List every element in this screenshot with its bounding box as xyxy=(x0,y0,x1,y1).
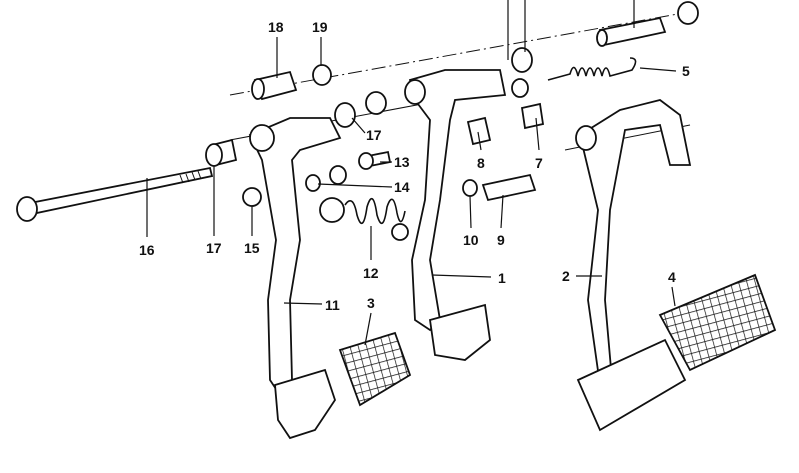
label-18: 18 xyxy=(268,19,284,35)
washer-19 xyxy=(312,64,332,86)
nut-14 xyxy=(329,165,347,185)
accelerator-pedal-2 xyxy=(575,99,692,432)
bolt-13 xyxy=(358,150,392,170)
pedal-pad-4 xyxy=(658,273,777,372)
nut-top xyxy=(677,1,699,25)
bushing-17-upper-b xyxy=(365,91,387,115)
part-labels: 18 19 17 13 14 16 17 15 12 11 3 8 7 10 9… xyxy=(139,19,690,313)
washer-10 xyxy=(462,179,478,197)
label-8: 8 xyxy=(477,155,485,171)
label-13: 13 xyxy=(394,154,410,170)
label-11: 11 xyxy=(325,297,340,313)
bolt-7 xyxy=(520,102,545,130)
label-7: 7 xyxy=(535,155,543,171)
pivot-bolt-16 xyxy=(16,166,214,222)
bushing-18 xyxy=(251,70,298,101)
label-10: 10 xyxy=(463,232,479,248)
spring-12 xyxy=(319,197,409,241)
pedal-pad-3 xyxy=(338,331,412,407)
label-5: 5 xyxy=(682,63,690,79)
bushing-17-lower xyxy=(205,138,238,167)
bushing-top xyxy=(511,47,533,73)
nut-15 xyxy=(242,187,262,207)
label-16: 16 xyxy=(139,242,155,258)
label-17-upper: 17 xyxy=(366,127,382,143)
clevis-8 xyxy=(466,116,492,146)
return-spring-5 xyxy=(547,57,637,81)
label-3: 3 xyxy=(367,295,375,311)
label-2: 2 xyxy=(562,268,570,284)
bushing-top-b xyxy=(511,78,529,98)
brake-pedal-1 xyxy=(404,69,507,361)
leader-lines xyxy=(146,0,677,346)
label-4: 4 xyxy=(668,269,676,285)
pushrod-9 xyxy=(481,173,537,202)
label-1: 1 xyxy=(498,270,506,286)
label-17-lower: 17 xyxy=(206,240,222,256)
bushing-17-upper xyxy=(334,102,356,128)
label-15: 15 xyxy=(244,240,260,256)
label-14: 14 xyxy=(394,179,410,195)
clutch-pedal-11 xyxy=(248,117,342,440)
washer-14 xyxy=(305,174,321,192)
label-19: 19 xyxy=(312,19,328,35)
sleeve-top xyxy=(596,16,667,47)
label-12: 12 xyxy=(363,265,379,281)
label-9: 9 xyxy=(497,232,505,248)
